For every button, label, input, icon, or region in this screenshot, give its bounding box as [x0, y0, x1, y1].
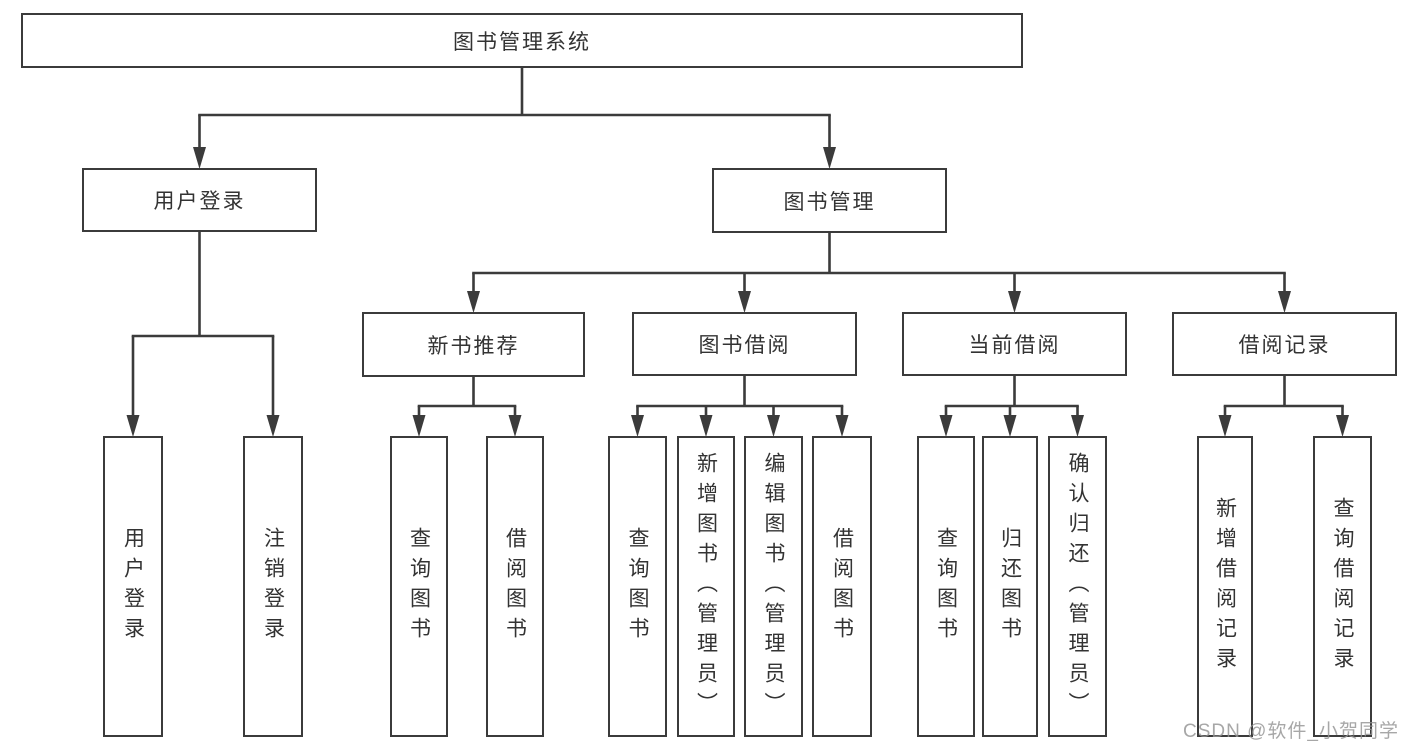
- node-leaf-query-book-2: 查询图书: [608, 436, 667, 737]
- node-book-mgmt: 图书管理: [712, 168, 947, 233]
- node-label-leaf-query-book-2: 查询图书: [626, 526, 649, 647]
- node-label-leaf-logout: 注销登录: [261, 526, 285, 647]
- node-leaf-add-record: 新增借阅记录: [1197, 436, 1253, 737]
- node-label-book-borrow: 图书借阅: [698, 334, 791, 357]
- node-leaf-return-book: 归还图书: [982, 436, 1038, 737]
- node-user-login: 用户登录: [82, 168, 317, 232]
- node-label-new-book-rec: 新书推荐: [427, 334, 520, 358]
- node-label-leaf-add-record: 新增借阅记录: [1213, 496, 1237, 677]
- node-label-leaf-query-record: 查询借阅记录: [1331, 496, 1354, 677]
- node-leaf-logout: 注销登录: [243, 436, 303, 737]
- node-leaf-confirm-return: 确认归还（管理员）: [1048, 436, 1107, 737]
- node-label-leaf-edit-book: 编辑图书（管理员）: [762, 451, 785, 722]
- node-label-user-login: 用户登录: [153, 190, 246, 213]
- node-new-book-rec: 新书推荐: [362, 312, 585, 377]
- node-leaf-query-record: 查询借阅记录: [1313, 436, 1372, 737]
- node-label-library-system: 图书管理系统: [453, 30, 591, 54]
- node-leaf-query-book-3: 查询图书: [917, 436, 975, 737]
- node-label-leaf-user-login: 用户登录: [121, 526, 145, 647]
- node-leaf-borrow-book-2: 借阅图书: [812, 436, 872, 737]
- node-leaf-add-book: 新增图书（管理员）: [677, 436, 735, 737]
- watermark: CSDN @软件_小贺同学: [1183, 721, 1399, 742]
- node-label-leaf-return-book: 归还图书: [998, 526, 1022, 647]
- node-leaf-query-book-1: 查询图书: [390, 436, 448, 737]
- node-leaf-borrow-book-1: 借阅图书: [486, 436, 544, 737]
- node-label-leaf-query-book-3: 查询图书: [934, 526, 958, 647]
- node-label-book-mgmt: 图书管理: [783, 190, 876, 214]
- node-label-leaf-borrow-book-2: 借阅图书: [830, 526, 854, 647]
- node-library-system: 图书管理系统: [21, 13, 1023, 68]
- node-label-current-borrow: 当前借阅: [968, 334, 1061, 357]
- node-current-borrow: 当前借阅: [902, 312, 1127, 376]
- node-leaf-user-login: 用户登录: [103, 436, 163, 737]
- node-label-leaf-query-book-1: 查询图书: [407, 526, 431, 647]
- node-book-borrow: 图书借阅: [632, 312, 857, 376]
- node-label-leaf-borrow-book-1: 借阅图书: [503, 526, 527, 647]
- node-label-borrow-record: 借阅记录: [1238, 334, 1331, 357]
- node-leaf-edit-book: 编辑图书（管理员）: [744, 436, 803, 737]
- node-borrow-record: 借阅记录: [1172, 312, 1397, 376]
- node-label-leaf-add-book: 新增图书（管理员）: [694, 451, 718, 722]
- node-label-leaf-confirm-return: 确认归还（管理员）: [1066, 451, 1089, 722]
